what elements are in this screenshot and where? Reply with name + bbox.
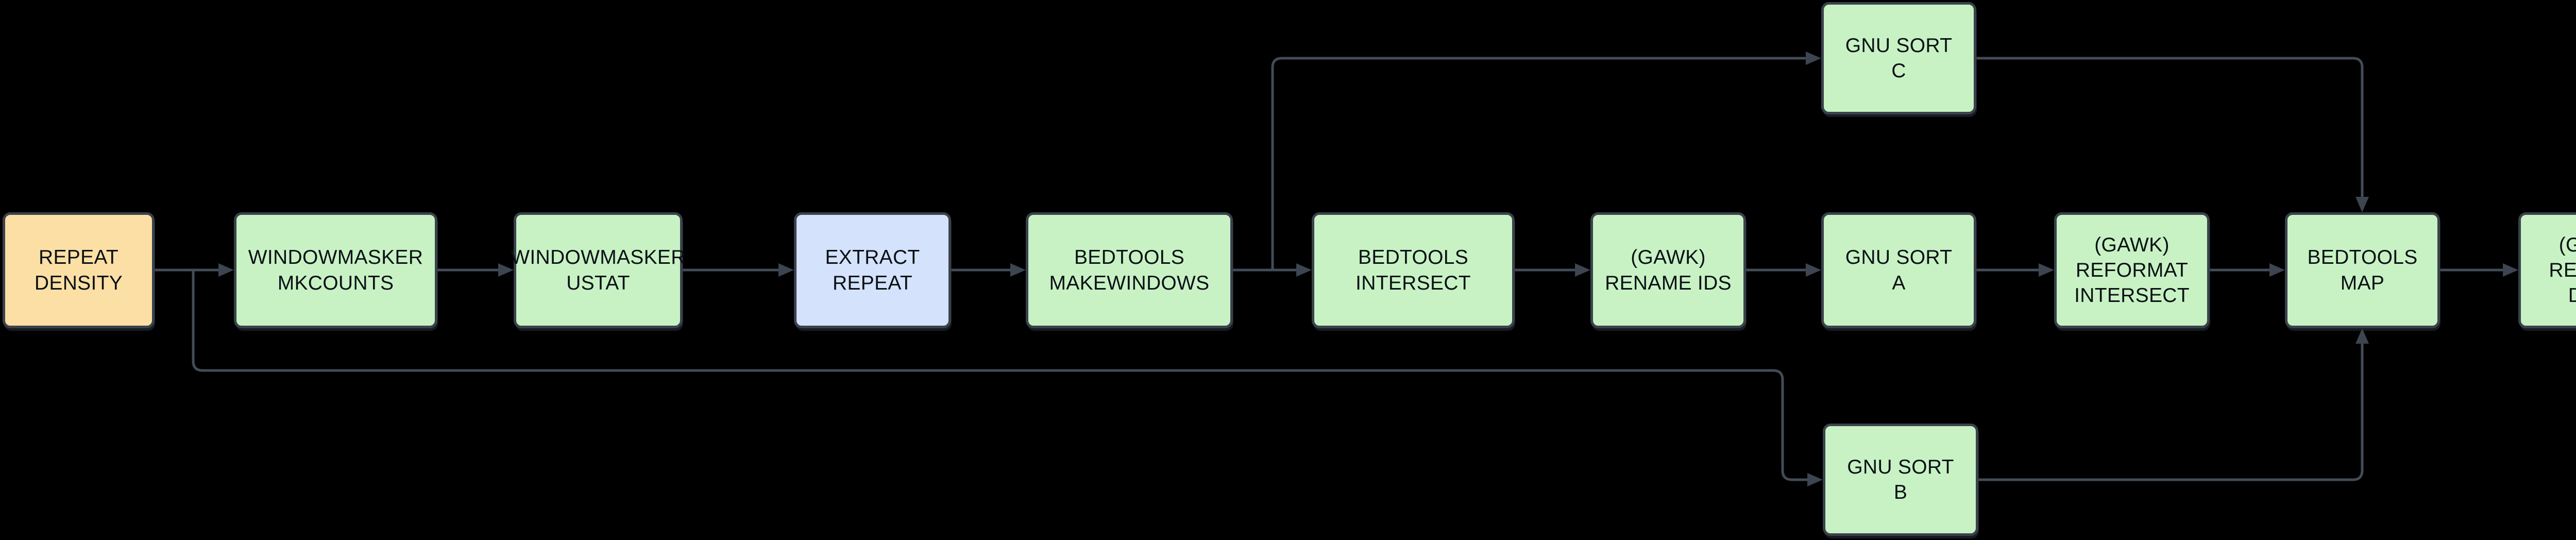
arrowhead-repeat-density-to-gnu-sort-b [1807, 473, 1823, 486]
node-label: GNU SORT C [1845, 34, 1953, 82]
node-extract-repeat[interactable]: EXTRACT REPEAT [794, 212, 951, 328]
node-label: BEDTOOLS INTERSECT [1355, 246, 1471, 294]
node-gawk-rename-ids[interactable]: (GAWK) RENAME IDS [1590, 212, 1746, 328]
edge-gnu-sort-b-to-bedtools-map [1978, 344, 2364, 481]
node-label: (GAWK) REFORMAT INTERSECT [2074, 233, 2190, 307]
node-gawk-reformat-intersect[interactable]: (GAWK) REFORMAT INTERSECT [2054, 212, 2210, 328]
node-gnu-sort-b[interactable]: GNU SORT B [1823, 424, 1978, 536]
node-label: GNU SORT B [1847, 455, 1954, 503]
node-windowmasker-ustat[interactable]: WINDOWMASKER USTAT [511, 212, 685, 328]
arrowhead-gnu-sort-b-to-bedtools-map [2355, 328, 2369, 344]
arrowhead-extract-repeat-to-bedtools-makewindows [1010, 263, 1026, 277]
node-gnu-sort-c[interactable]: GNU SORT C [1821, 2, 1976, 114]
node-label: (GAWK) REPLACE DOTS [2549, 233, 2576, 307]
node-repeat-density[interactable]: REPEAT DENSITY [3, 212, 155, 328]
arrowhead-gnu-sort-c-to-bedtools-map [2355, 197, 2369, 212]
node-label: WINDOWMASKER USTAT [511, 246, 686, 294]
arrowhead-bedtools-intersect-to-gawk-rename-ids [1575, 263, 1590, 277]
arrowhead-gawk-rename-ids-to-gnu-sort-a [1806, 263, 1821, 277]
arrowhead-gnu-sort-a-to-gawk-reformat-intersect [2039, 263, 2054, 277]
node-label: BEDTOOLS MAP [2307, 246, 2418, 294]
arrowhead-windowmasker-mkcounts-to-windowmasker-ustat [498, 263, 514, 277]
node-label: WINDOWMASKER MKCOUNTS [248, 246, 423, 294]
node-bedtools-intersect[interactable]: BEDTOOLS INTERSECT [1312, 212, 1515, 328]
edge-gnu-sort-c-to-bedtools-map [1976, 57, 2364, 197]
node-bedtools-makewindows[interactable]: BEDTOOLS MAKEWINDOWS [1026, 212, 1233, 328]
node-label: REPEAT DENSITY [34, 246, 123, 294]
arrowhead-repeat-density-to-windowmasker-mkcounts [218, 263, 234, 277]
node-bedtools-map[interactable]: BEDTOOLS MAP [2285, 212, 2440, 328]
node-label: BEDTOOLS MAKEWINDOWS [1049, 246, 1210, 294]
arrowhead-gawk-reformat-intersect-to-bedtools-map [2269, 263, 2285, 277]
node-label: EXTRACT REPEAT [825, 246, 920, 294]
arrowhead-bedtools-makewindows-to-bedtools-intersect [1296, 263, 1312, 277]
node-label: (GAWK) RENAME IDS [1605, 246, 1732, 294]
arrowhead-windowmasker-ustat-to-extract-repeat [778, 263, 794, 277]
node-windowmasker-mkcounts[interactable]: WINDOWMASKER MKCOUNTS [234, 212, 437, 328]
node-gawk-replace-dots[interactable]: (GAWK) REPLACE DOTS [2518, 212, 2576, 328]
edge-repeat-density-to-gnu-sort-b [192, 270, 1807, 481]
arrowhead-bedtools-map-to-gawk-replace-dots [2503, 263, 2518, 277]
node-label: GNU SORT A [1845, 246, 1953, 294]
edge-bedtools-makewindows-to-gnu-sort-c [1271, 57, 1806, 270]
node-gnu-sort-a[interactable]: GNU SORT A [1821, 212, 1976, 328]
arrowhead-bedtools-makewindows-to-gnu-sort-c [1806, 52, 1821, 65]
